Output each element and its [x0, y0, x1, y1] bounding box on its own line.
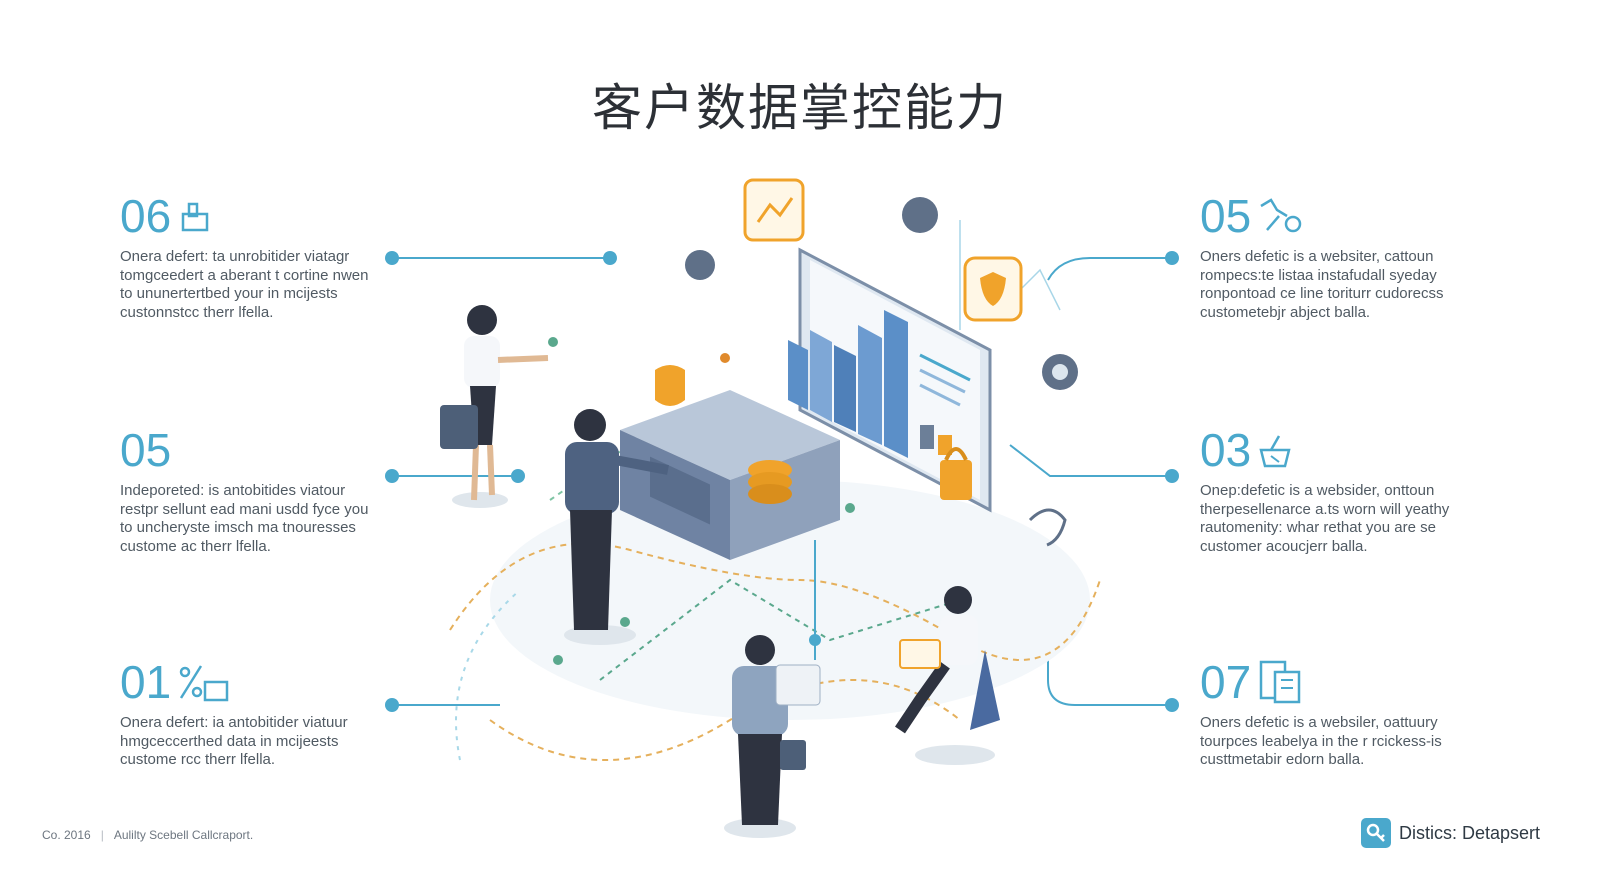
page-title: 客户数据掌控能力 — [592, 79, 1008, 137]
footer-text: Aulilty Scebell Callcraport. — [113, 828, 254, 842]
block-number: 05 — [120, 424, 172, 476]
block-description: Onera defert: ia antobitider viatuur hmg… — [120, 714, 348, 768]
basket-icon — [1259, 435, 1291, 468]
brand-name: Distics: Detapsert — [1398, 822, 1540, 843]
info-block-6: 07 Oners defetic is a websiler, oattuury… — [1200, 656, 1480, 770]
tools-icon — [1260, 198, 1302, 233]
percent-folder-icon — [179, 665, 229, 702]
clipboard-icon — [181, 202, 209, 232]
footer-copyright: Co. 2016 | Aulilty Scebell Callcraport. — [42, 828, 253, 842]
brand-mark: Distics: Detapsert — [1360, 818, 1540, 848]
block-number: 06 — [120, 190, 172, 242]
shield-bubble-icon — [963, 256, 1023, 322]
key-icon — [1360, 818, 1391, 848]
block-description: Oners defetic is a websiter, cattoun rom… — [1200, 248, 1444, 321]
person-man-presenting — [564, 409, 669, 645]
data-control-illustration — [440, 178, 1101, 838]
info-block-1: 06 Onera defert: ta unrobitider viatagr … — [120, 190, 400, 322]
block-description: Onera defert: ta unrobitider viatagr tom… — [120, 248, 369, 321]
person-woman-seated — [895, 586, 1000, 765]
person-woman-standing — [440, 305, 549, 508]
block-description: Onep:defetic is a websider, onttoun ther… — [1200, 482, 1450, 555]
document-icon — [1259, 660, 1301, 704]
info-block-5: 03 Onep:defetic is a websider, onttoun t… — [1200, 424, 1480, 556]
footer-code: Co. 2016 — [42, 828, 91, 842]
block-number: 07 — [1200, 656, 1252, 708]
block-description: Indeporeted: is antobitides viatour rest… — [120, 482, 369, 555]
block-description: Oners defetic is a websiler, oattuury to… — [1200, 714, 1442, 768]
block-number: 03 — [1200, 424, 1252, 476]
block-number: 05 — [1200, 190, 1252, 242]
person-man-tablet — [724, 635, 821, 838]
info-block-3: 01 Onera defert: ia antobitider viatuur … — [120, 656, 400, 770]
info-block-4: 05 Oners defetic is a websiter, cattoun … — [1200, 190, 1480, 322]
footer-separator: | — [100, 828, 104, 842]
chart-bubble-icon — [743, 178, 805, 242]
block-number: 01 — [120, 656, 172, 708]
info-block-2: 05 Indeporeted: is antobitides viatour r… — [120, 424, 400, 556]
dashboard-monitor — [788, 247, 992, 513]
